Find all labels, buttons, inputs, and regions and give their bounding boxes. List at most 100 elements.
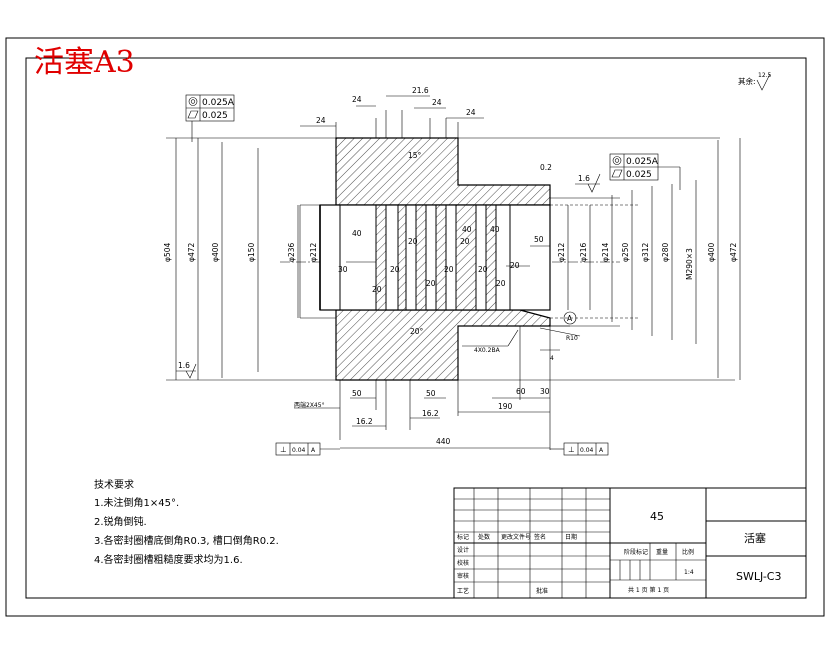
perp-right-value: 0.04 bbox=[580, 447, 594, 454]
dim-i-11: 50 bbox=[534, 235, 544, 244]
tol-right-runout: 0.025A bbox=[626, 157, 659, 167]
dim-i-4: 20 bbox=[426, 279, 436, 288]
dim-v-3: φ150 bbox=[247, 243, 256, 262]
dim-b-0: 50 bbox=[352, 389, 362, 398]
perp-left-datum: A bbox=[311, 447, 316, 454]
dim-v-10: φ312 bbox=[641, 243, 650, 262]
datum-label: A bbox=[567, 314, 573, 323]
perp-frame-left: ⊥ 0.04 A bbox=[275, 442, 340, 456]
dim-i-6: 20 bbox=[460, 237, 470, 246]
dim-b-3: 16.2 bbox=[422, 409, 439, 418]
chamfer-radius: R10 bbox=[566, 335, 578, 342]
tb-stage-label: 阶段标记 bbox=[624, 548, 648, 556]
dim-top-2: 24 bbox=[352, 95, 362, 104]
finish-left-value: 1.6 bbox=[178, 361, 190, 370]
dim-v-13: φ400 bbox=[707, 243, 716, 262]
chamfer-left: 两端2X45° bbox=[294, 401, 325, 409]
tb-weight-label: 重量 bbox=[656, 548, 668, 556]
dim-b-7: 440 bbox=[436, 437, 451, 446]
datum-marker: A bbox=[520, 311, 577, 327]
dim-v-2: φ400 bbox=[211, 243, 220, 262]
dim-i-15: 20° bbox=[410, 327, 424, 336]
tb-sheet: 共 1 页 第 1 页 bbox=[628, 586, 669, 594]
dim-top-4: 24 bbox=[432, 98, 442, 107]
tb-label-sign: 签名 bbox=[534, 533, 546, 541]
dim-top-3: 21.6 bbox=[412, 86, 429, 95]
tb-label-mark: 标记 bbox=[457, 533, 469, 541]
dim-top-5: 24 bbox=[466, 108, 476, 117]
dim-v-6: φ212 bbox=[557, 243, 566, 262]
top-dimensions: 24 24 21.6 24 24 bbox=[300, 86, 484, 127]
tech-requirements: 技术要求 1.未注倒角1×45°. 2.锐角倒钝. 3.各密封圈槽底倒角R0.3… bbox=[94, 478, 279, 566]
dim-v-0: φ504 bbox=[163, 243, 172, 262]
tb-label-process: 工艺 bbox=[457, 587, 469, 595]
tol-left-runout: 0.025A bbox=[202, 98, 235, 108]
tol-right-flatness: 0.025 bbox=[626, 170, 652, 180]
tb-label-change: 更改文件号 bbox=[501, 533, 531, 541]
chamfer-angle: 4 bbox=[550, 355, 554, 362]
sheet-outer-border bbox=[5, 37, 825, 617]
tb-scale-label: 比例 bbox=[682, 548, 694, 556]
tb-label-review: 审核 bbox=[457, 572, 469, 580]
tech-item-4: 4.各密封圈槽粗糙度要求均为1.6. bbox=[94, 553, 243, 566]
dim-i-2: 20 bbox=[390, 265, 400, 274]
upper-body-section bbox=[335, 137, 551, 206]
finish-right-value: 1.6 bbox=[578, 174, 590, 183]
dim-i-13: 40 bbox=[490, 225, 500, 234]
dim-b-1: 50 bbox=[426, 389, 436, 398]
dim-i-0: 30 bbox=[338, 265, 348, 274]
dim-top-1: 24 bbox=[316, 116, 326, 125]
tb-label-qty: 处数 bbox=[478, 533, 490, 541]
dim-i-1: 20 bbox=[372, 285, 382, 294]
roughness-note: 其余: 12.5 bbox=[738, 72, 772, 91]
dim-b-5: 30 bbox=[540, 387, 550, 396]
dim-v-4: φ236 bbox=[287, 243, 296, 262]
dim-i-14: 15° bbox=[408, 151, 422, 160]
dim-i-12: 40 bbox=[462, 225, 472, 234]
tb-label-design: 设计 bbox=[457, 546, 469, 554]
tol-left-flatness: 0.025 bbox=[202, 111, 228, 121]
dim-v-8: φ214 bbox=[601, 243, 610, 262]
dim-v-14: φ472 bbox=[729, 243, 738, 262]
runout-icon bbox=[188, 97, 198, 106]
roughness-note-label: 其余: bbox=[738, 76, 756, 86]
dim-v-12: M290×3 bbox=[685, 248, 694, 280]
perp-left-value: 0.04 bbox=[292, 447, 306, 454]
perp-frame-right: ⊥ 0.04 A bbox=[550, 442, 609, 456]
surface-finish-right: 1.6 bbox=[575, 173, 601, 193]
tb-label-check: 校核 bbox=[457, 559, 469, 567]
bottom-dimensions: 50 50 16.2 16.2 60 30 190 440 bbox=[339, 326, 551, 450]
inner-dimensions: 30 20 20 20 20 20 20 20 20 20 40 50 40 4… bbox=[338, 151, 552, 336]
drawing-title: 活塞A3 bbox=[34, 45, 135, 80]
tech-item-1: 1.未注倒角1×45°. bbox=[94, 496, 179, 509]
flatness-icon bbox=[187, 110, 199, 119]
dim-b-2: 16.2 bbox=[356, 417, 373, 426]
dim-b-6: 190 bbox=[498, 402, 513, 411]
tb-label-approve: 批准 bbox=[536, 587, 548, 595]
dim-i-3: 20 bbox=[408, 237, 418, 246]
chamfer-mid: 4X0.2BA bbox=[474, 347, 501, 354]
lower-body-section bbox=[335, 309, 551, 381]
tb-scale: 1:4 bbox=[684, 569, 694, 576]
dim-b-4: 60 bbox=[516, 387, 526, 396]
perp-right-symbol: ⊥ bbox=[568, 445, 575, 454]
tb-drawing-no: SWLJ-C3 bbox=[736, 570, 782, 583]
dim-v-5: φ212 bbox=[309, 243, 318, 262]
dim-i-16: 0.2 bbox=[540, 163, 552, 172]
dim-v-9: φ250 bbox=[621, 243, 630, 262]
perp-left-symbol: ⊥ bbox=[280, 445, 287, 454]
tb-label-date: 日期 bbox=[565, 533, 577, 541]
dim-i-8: 20 bbox=[496, 279, 506, 288]
dim-i-7: 20 bbox=[478, 265, 488, 274]
tech-item-3: 3.各密封圈槽底倒角R0.3, 槽口倒角R0.2. bbox=[94, 534, 279, 547]
dim-v-7: φ216 bbox=[579, 243, 588, 262]
roughness-note-value: 12.5 bbox=[758, 72, 772, 79]
tb-part-name: 活塞 bbox=[744, 531, 766, 545]
roughness-symbol-icon bbox=[756, 73, 771, 91]
perp-right-datum: A bbox=[599, 447, 604, 454]
dim-v-11: φ280 bbox=[661, 243, 670, 262]
top-slots bbox=[335, 110, 459, 138]
tolerance-frame-left: 0.025A 0.025 bbox=[185, 94, 235, 142]
tech-item-2: 2.锐角倒钝. bbox=[94, 515, 147, 528]
